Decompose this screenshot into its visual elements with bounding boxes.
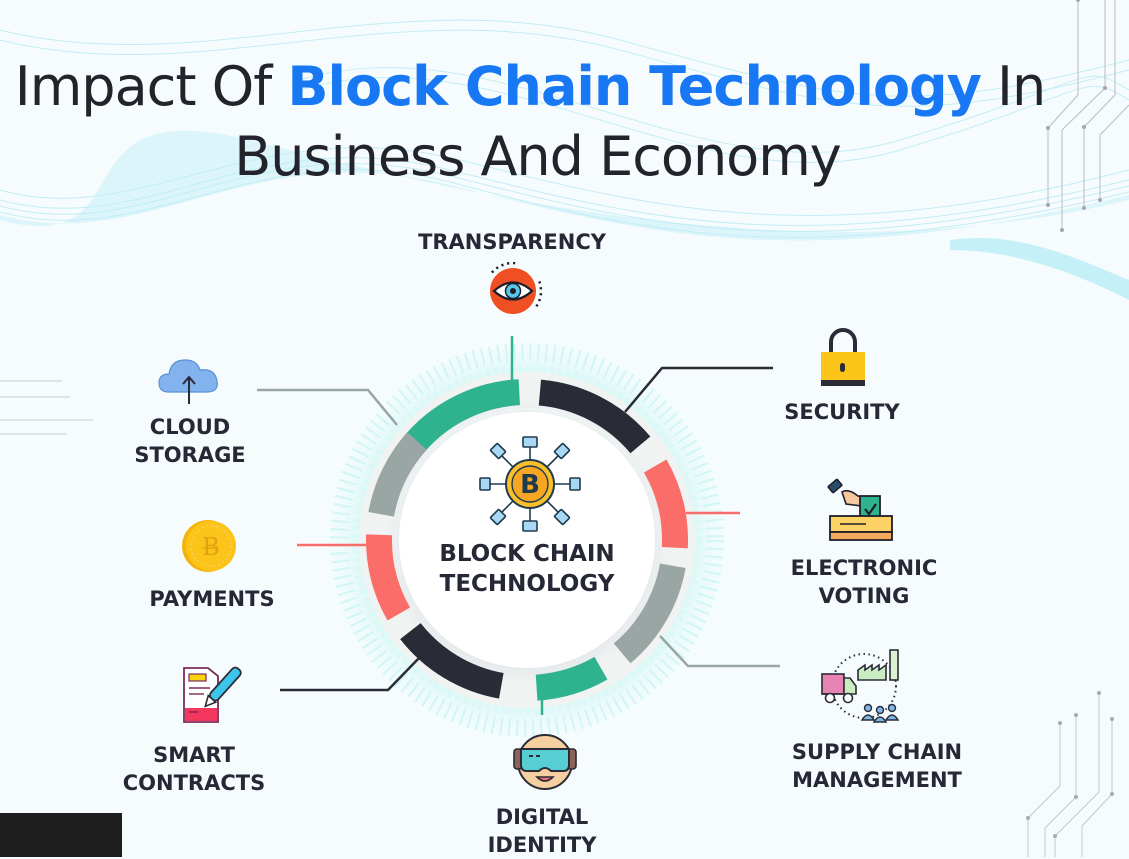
ring-segment-coral-left <box>366 534 411 621</box>
feature-cloud-storage: CLOUD STORAGE <box>110 413 270 469</box>
ring-segment-dark-bottom <box>400 622 504 699</box>
feature-label-line2: STORAGE <box>134 443 246 467</box>
contract-pen-icon <box>183 666 242 723</box>
ring-segment-teal-bottom <box>535 656 608 701</box>
feature-label: TRANSPARENCY <box>418 230 606 254</box>
feature-supply-chain: SUPPLY CHAIN MANAGEMENT <box>762 738 992 794</box>
bitcoin-network-icon: B <box>479 436 581 532</box>
dark-overlay-block <box>0 813 122 857</box>
title-prefix: Impact Of <box>14 55 288 118</box>
feature-label-line1: DIGITAL <box>495 805 589 829</box>
feature-digital-identity: DIGITAL IDENTITY <box>442 803 642 859</box>
cloud-upload-icon <box>158 359 218 404</box>
connector-supply-chain <box>659 635 780 668</box>
padlock-icon <box>821 328 865 386</box>
center-title-line1: BLOCK CHAIN <box>439 541 615 567</box>
center-title: BLOCK CHAIN TECHNOLOGY <box>407 539 647 599</box>
center-title-line2: TECHNOLOGY <box>439 571 615 597</box>
feature-label-line1: CLOUD <box>149 415 231 439</box>
vr-headset-face-icon <box>513 734 577 790</box>
connector-security <box>624 366 773 413</box>
feature-electronic-voting: ELECTRONIC VOTING <box>764 554 964 610</box>
feature-label-line2: MANAGEMENT <box>792 768 962 792</box>
feature-label: SECURITY <box>784 400 900 424</box>
connector-smart-contracts <box>280 656 421 692</box>
tick-ring <box>330 343 724 737</box>
supply-chain-icon <box>821 649 900 723</box>
ring-segment-gray-left <box>368 432 427 517</box>
center-disc <box>399 412 655 668</box>
ballot-box-icon <box>827 478 893 541</box>
feature-security: SECURITY <box>762 398 922 426</box>
feature-transparency: TRANSPARENCY <box>402 228 622 256</box>
connector-cloud-storage <box>257 388 398 426</box>
ring-segment-coral-right <box>643 459 688 549</box>
title-accent: Block Chain Technology <box>287 55 981 118</box>
feature-payments: PAYMENTS <box>122 585 302 613</box>
ring-segment-gray-right <box>613 563 686 664</box>
feature-label-line1: ELECTRONIC <box>790 556 938 580</box>
feature-label-line1: SMART <box>153 743 235 767</box>
feature-label-line2: IDENTITY <box>487 833 597 857</box>
page-title-line2: Business And Economy <box>234 125 842 188</box>
svg-text:B: B <box>202 533 220 561</box>
page-title-line1: Impact Of Block Chain Technology In <box>0 52 1060 122</box>
feature-label-line2: VOTING <box>818 584 910 608</box>
feature-label-line2: CONTRACTS <box>122 771 266 795</box>
feature-smart-contracts: SMART CONTRACTS <box>104 741 284 797</box>
eye-icon <box>483 262 543 320</box>
feature-label: PAYMENTS <box>149 587 275 611</box>
feature-label-line1: SUPPLY CHAIN <box>791 740 963 764</box>
ring-segment-dark-top <box>538 379 651 454</box>
coin-icon: B <box>182 520 236 572</box>
svg-text:B: B <box>520 470 540 500</box>
title-suffix: In <box>980 55 1046 118</box>
